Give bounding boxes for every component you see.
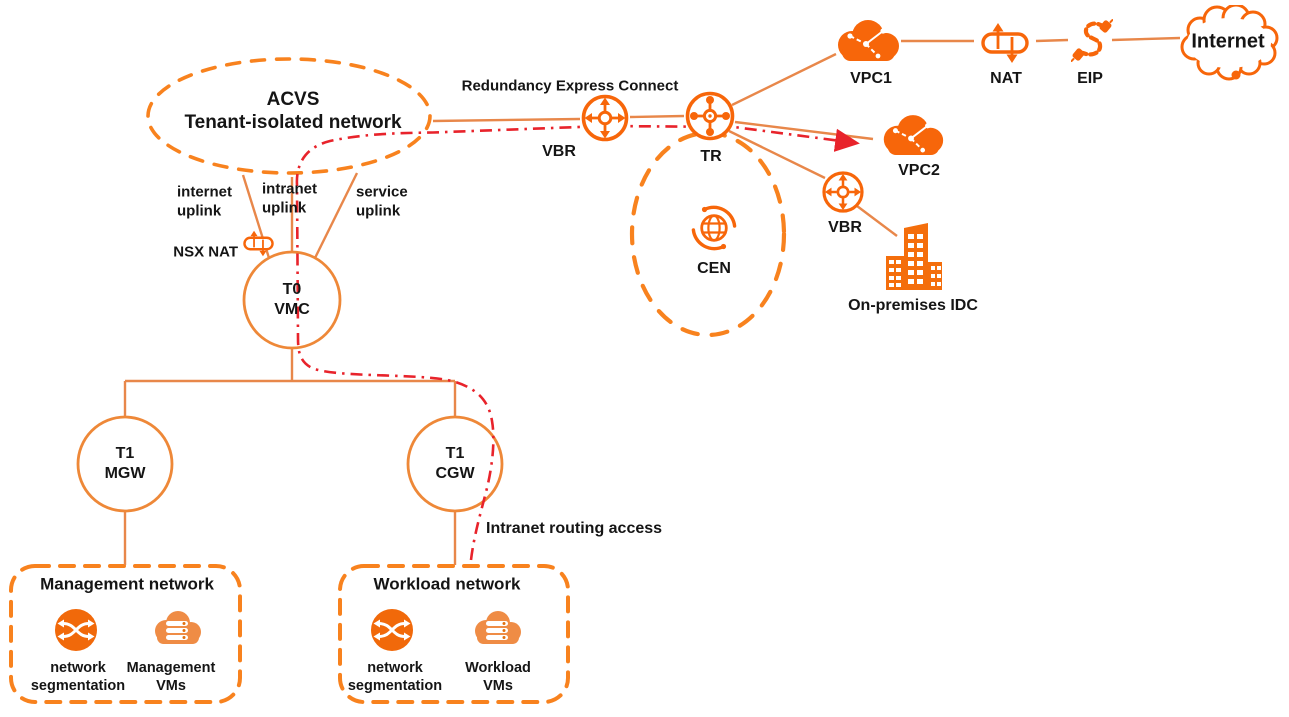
line-vbr1-tr xyxy=(629,114,685,119)
connector-lines xyxy=(123,36,1181,565)
intranet-routing-access-label: Intranet routing access xyxy=(486,520,663,537)
line-tr-vbr2 xyxy=(728,129,826,180)
vpc1-icon xyxy=(838,20,899,61)
t1-cgw-node xyxy=(406,415,504,513)
mgmt-network-segmentation-icon xyxy=(55,609,97,651)
line-acvs-vbr1 xyxy=(432,117,581,123)
nsx-nat-label: NSX NAT xyxy=(173,243,238,261)
idc-label: On-premises IDC xyxy=(848,297,978,314)
cen-icon xyxy=(691,205,737,251)
line-service-uplink xyxy=(313,172,359,259)
acvs-tenant-ellipse xyxy=(146,57,432,175)
workload-vms-icon xyxy=(475,611,521,644)
intranet-routing-path xyxy=(295,124,860,561)
line-eip-internet xyxy=(1111,36,1181,42)
internet-cloud-icon xyxy=(1180,5,1279,81)
line-tr-vpc1 xyxy=(731,52,837,107)
idc-building-icon xyxy=(886,223,942,290)
management-network-box xyxy=(9,564,242,704)
cen-label: CEN xyxy=(697,260,731,277)
vbr2-label: VBR xyxy=(828,219,862,236)
vbr1-icon xyxy=(581,94,629,142)
workload-network-title: Workload network xyxy=(373,574,521,594)
line-nat-eip xyxy=(1035,38,1069,43)
tr-label: TR xyxy=(700,148,722,165)
eip-label: EIP xyxy=(1077,70,1103,87)
redundancy-express-connect-label: Redundancy Express Connect xyxy=(461,77,679,95)
line-vbr2-idc xyxy=(856,205,898,237)
vpc2-icon xyxy=(883,115,944,155)
management-vms-icon xyxy=(155,611,201,644)
t1-mgw-node xyxy=(76,415,174,513)
nat-label: NAT xyxy=(990,70,1022,87)
eip-icon xyxy=(1071,19,1113,62)
vbr1-label: VBR xyxy=(542,143,576,160)
nat-icon xyxy=(981,23,1029,63)
management-network-title: Management network xyxy=(40,574,214,594)
workload-network-box xyxy=(338,564,570,704)
tr-icon xyxy=(685,91,735,141)
workload-network-segmentation-icon xyxy=(371,609,413,651)
vbr2-icon xyxy=(822,171,864,213)
t0-vmc-node xyxy=(242,250,342,350)
gateway-nodes xyxy=(76,250,504,513)
vpc1-label: VPC1 xyxy=(850,70,892,87)
vpc2-label: VPC2 xyxy=(898,162,940,179)
internet-label: Internet xyxy=(1191,30,1265,53)
nsx-nat-icon xyxy=(243,230,274,257)
